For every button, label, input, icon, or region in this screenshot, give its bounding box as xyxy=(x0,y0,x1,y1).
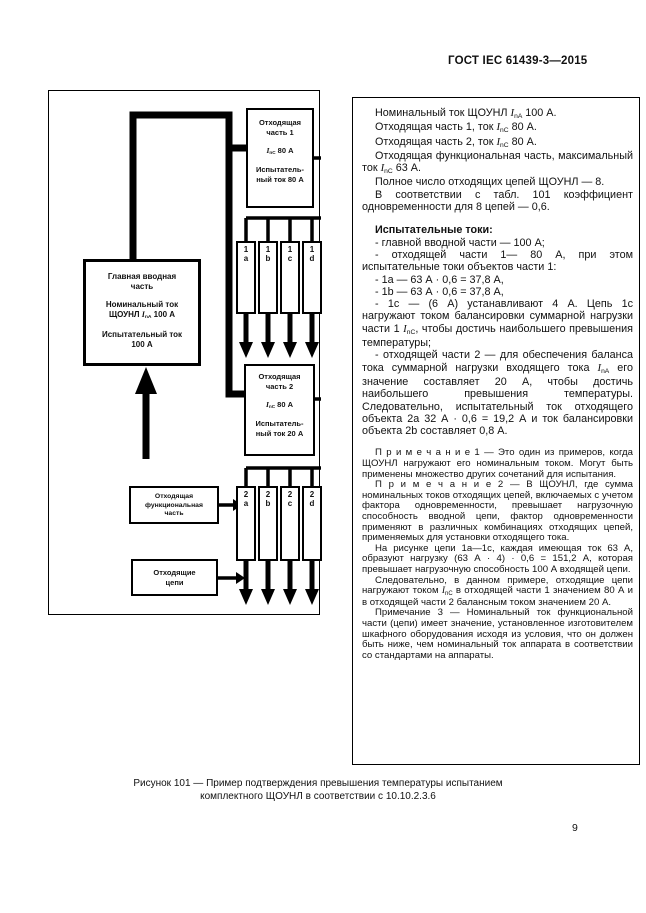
column-label-letter: d xyxy=(309,254,315,263)
figure-caption-line1: Рисунок 101 — Пример подтверждения превы… xyxy=(133,778,503,789)
box-text-line: часть xyxy=(130,282,154,291)
part1-outgoing-down-arrows-icon xyxy=(239,312,319,358)
box-text-line: Отходящая xyxy=(258,118,302,127)
column-label-letter: b xyxy=(265,499,271,508)
paragraph: П р и м е ч а н и е 1 — Это один из прим… xyxy=(362,447,633,480)
figure-caption-line2: комплектного ЩОУНЛ в соответствии с 10.1… xyxy=(200,791,436,802)
standard-designation: ГОСТ IEC 61439-3—2015 xyxy=(448,55,588,67)
box-spacer xyxy=(248,157,312,165)
paragraph: На рисунке цепи 1a—1c, каждая имеющая то… xyxy=(362,542,633,575)
box-text-line: ный ток 80 А xyxy=(256,175,304,184)
box-text-line: Отходящая xyxy=(258,372,301,381)
box-text-line: часть 2 xyxy=(265,382,294,391)
paragraph: - 1b — 63 А · 0,6 = 37,8 А, xyxy=(375,285,504,298)
box-text-line: Испытатель- xyxy=(255,419,304,428)
paragraph: Номинальный ток ЩОУНЛ InA 100 А. xyxy=(375,107,557,120)
paragraph: - отходящей части 1— 80 А, при этом испы… xyxy=(362,248,633,274)
paragraph: Отходящая часть 1, ток InC 80 А. xyxy=(375,121,537,135)
column-label-letter: c xyxy=(287,254,293,263)
column-label-number: 2 xyxy=(243,490,249,499)
paragraph: - 1c — (6 А) устанавливают 4 А. Цепь 1c … xyxy=(362,298,633,350)
box-text-line: функциональная xyxy=(145,501,203,509)
paragraph: Примечание 3 — Номинальный ток функциона… xyxy=(362,607,633,661)
paragraph: Испытательные токи: xyxy=(375,224,493,237)
box-spacer xyxy=(86,322,198,330)
box-spacer xyxy=(246,392,313,400)
column-label-number: 2 xyxy=(309,490,315,499)
box-text-line: InC 80 А xyxy=(265,400,294,410)
paragraph: - главной вводной части — 100 А; xyxy=(375,236,545,249)
box-spacer xyxy=(248,138,312,146)
column-label-number: 2 xyxy=(287,490,293,499)
paragraph: П р и м е ч а н и е 2 — В ЩОУНЛ, где сум… xyxy=(362,479,633,544)
box-text-line: 100 А xyxy=(131,340,153,349)
column-label-letter: d xyxy=(309,499,315,508)
box-text-line: Номинальный ток xyxy=(105,300,179,309)
box-text-line: часть xyxy=(164,510,184,518)
box-text-line: ный ток 20 А xyxy=(255,429,304,438)
column-label-number: 1 xyxy=(287,245,293,254)
paragraph: Полное число отходящих цепей ЩОУНЛ — 8. xyxy=(375,176,605,189)
paragraph: Отходящая функциональная часть, максимал… xyxy=(362,149,633,176)
column-label-number: 1 xyxy=(265,245,271,254)
outgoing-circuits-pointer-arrow-icon xyxy=(218,572,245,584)
main-bus-line xyxy=(129,111,244,398)
column-label-number: 2 xyxy=(265,490,271,499)
paragraph: Следовательно, в данном примере, отходящ… xyxy=(362,574,633,608)
box-text-line: Отходящие xyxy=(153,568,196,577)
box-text-line: InC 80 А xyxy=(266,146,294,156)
paragraph: - 1a — 63 А · 0,6 = 37,8 А, xyxy=(375,273,504,286)
paragraph: Отходящая часть 2, ток InC 80 А. xyxy=(375,135,537,149)
box-text-line: цепи xyxy=(165,578,184,587)
page-number: 9 xyxy=(572,822,578,834)
box-text-line: часть 1 xyxy=(266,128,294,137)
part2-branch-lines xyxy=(244,397,321,488)
paragraph: В соответствии с табл. 101 коэффициент о… xyxy=(362,188,633,214)
box-text-line: Главная вводная xyxy=(107,272,177,281)
column-label-letter: c xyxy=(287,499,293,508)
description-text: Номинальный ток ЩОУНЛ InA 100 А.Отходяща… xyxy=(362,107,633,661)
incoming-up-arrow-icon xyxy=(135,367,157,459)
column-label-letter: a xyxy=(243,254,249,263)
box-text-line: Испытатель- xyxy=(255,165,305,174)
part2-outgoing-down-arrows-icon xyxy=(239,559,319,605)
column-label-letter: a xyxy=(243,499,249,508)
box-text-line: Отходящая xyxy=(154,493,194,500)
diagram-connectors xyxy=(129,111,321,605)
box-text-line: Испытательный ток xyxy=(101,330,183,339)
box-spacer xyxy=(246,411,313,419)
box-text-line: ЩОУНЛ InA 100 А xyxy=(108,310,176,321)
column-label-number: 1 xyxy=(243,245,249,254)
part1-branch-lines xyxy=(244,156,321,243)
column-label-number: 1 xyxy=(309,245,315,254)
description-panel: Номинальный ток ЩОУНЛ InA 100 А.Отходяща… xyxy=(352,97,640,765)
figure-caption: Рисунок 101 — Пример подтверждения превы… xyxy=(48,777,588,803)
column-label-letter: b xyxy=(265,254,271,263)
box-spacer xyxy=(86,292,198,300)
paragraph: - отходящей части 2 — для обеспечения ба… xyxy=(362,349,633,438)
